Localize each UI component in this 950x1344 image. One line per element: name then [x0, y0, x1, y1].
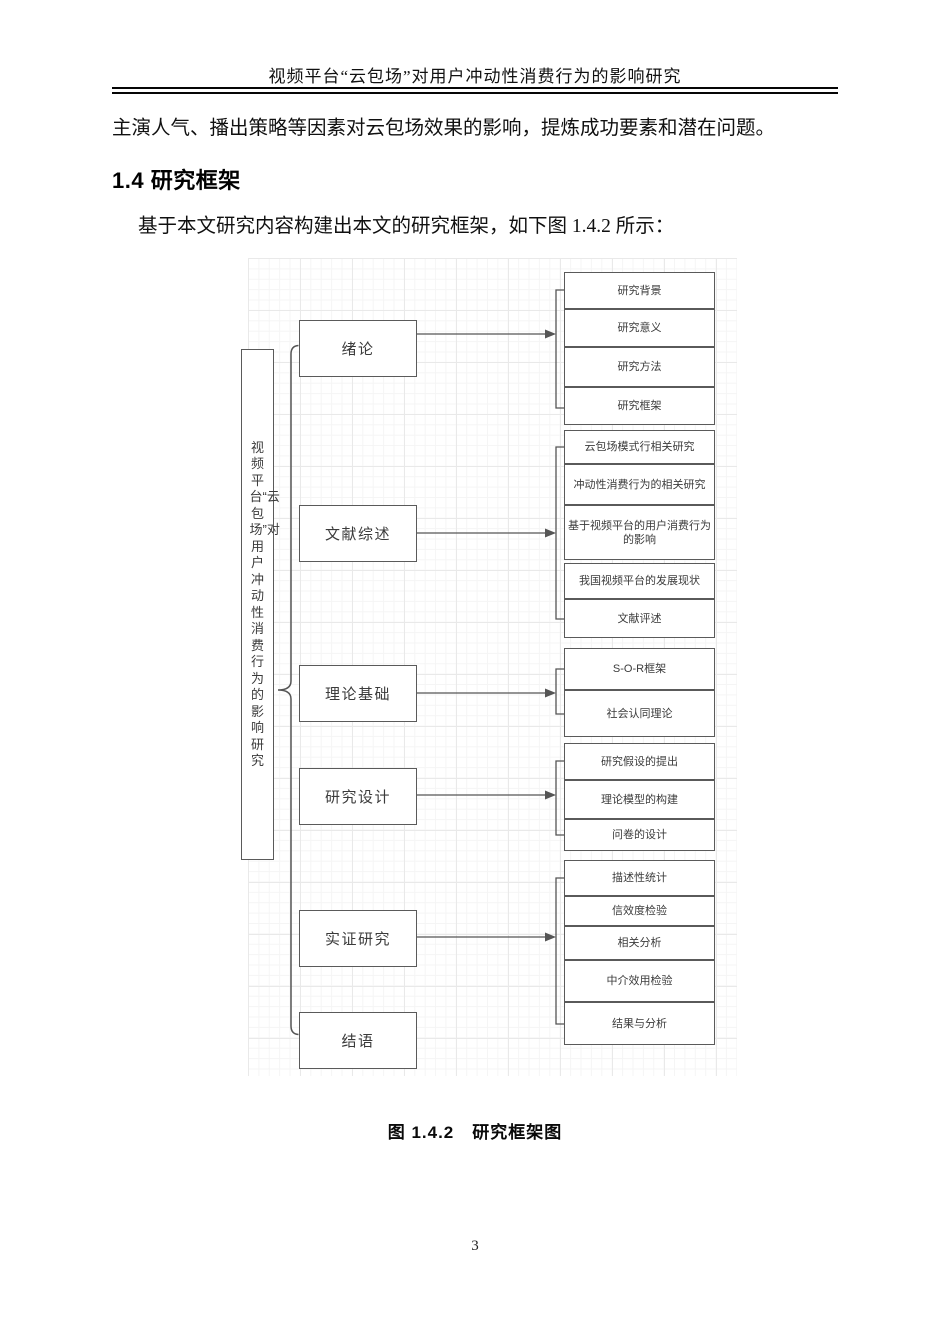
- item-box: 研究假设的提出: [564, 743, 715, 780]
- item-box: 冲动性消费行为的相关研究: [564, 464, 715, 505]
- chapter-box: 实证研究: [299, 910, 417, 967]
- chapter-box: 研究设计: [299, 768, 417, 825]
- chapter-box: 绪论: [299, 320, 417, 377]
- lead-paragraph: 基于本文研究内容构建出本文的研究框架，如下图 1.4.2 所示：: [138, 216, 675, 237]
- item-box: 我国视频平台的发展现状: [564, 563, 715, 599]
- item-box: 问卷的设计: [564, 819, 715, 851]
- page-header-title: 视频平台“云包场”对用户冲动性消费行为的影响研究: [268, 67, 682, 86]
- section-heading: 1.4 研究框架: [112, 168, 241, 193]
- figure-caption: 图 1.4.2 研究框架图: [387, 1123, 563, 1142]
- chapter-box: 理论基础: [299, 665, 417, 722]
- item-box: 描述性统计: [564, 860, 715, 896]
- item-box: 结果与分析: [564, 1002, 715, 1045]
- item-box: S-O-R框架: [564, 648, 715, 690]
- item-box: 相关分析: [564, 926, 715, 960]
- header-double-rule: [112, 87, 838, 94]
- item-box: 文献评述: [564, 599, 715, 638]
- chapter-box: 结语: [299, 1012, 417, 1069]
- item-box: 研究框架: [564, 387, 715, 425]
- item-box: 研究背景: [564, 272, 715, 309]
- item-box: 社会认同理论: [564, 690, 715, 737]
- item-box: 基于视频平台的用户消费行为的影响: [564, 505, 715, 560]
- item-box: 中介效用检验: [564, 960, 715, 1002]
- diagram-root-label: 视频平台“云包场”对用户冲动性消费行为的影响研究: [249, 439, 280, 769]
- body-paragraph: 主演人气、播出策略等因素对云包场效果的影响，提炼成功要素和潜在问题。: [112, 118, 776, 139]
- item-box: 研究方法: [564, 347, 715, 387]
- item-box: 云包场模式行相关研究: [564, 430, 715, 464]
- diagram-root-box: 视频平台“云包场”对用户冲动性消费行为的影响研究: [241, 349, 280, 860]
- item-box: 研究意义: [564, 309, 715, 347]
- chapter-box: 文献综述: [299, 505, 417, 562]
- item-box: 理论模型的构建: [564, 780, 715, 819]
- page-number: 3: [471, 1238, 479, 1254]
- item-box: 信效度检验: [564, 896, 715, 926]
